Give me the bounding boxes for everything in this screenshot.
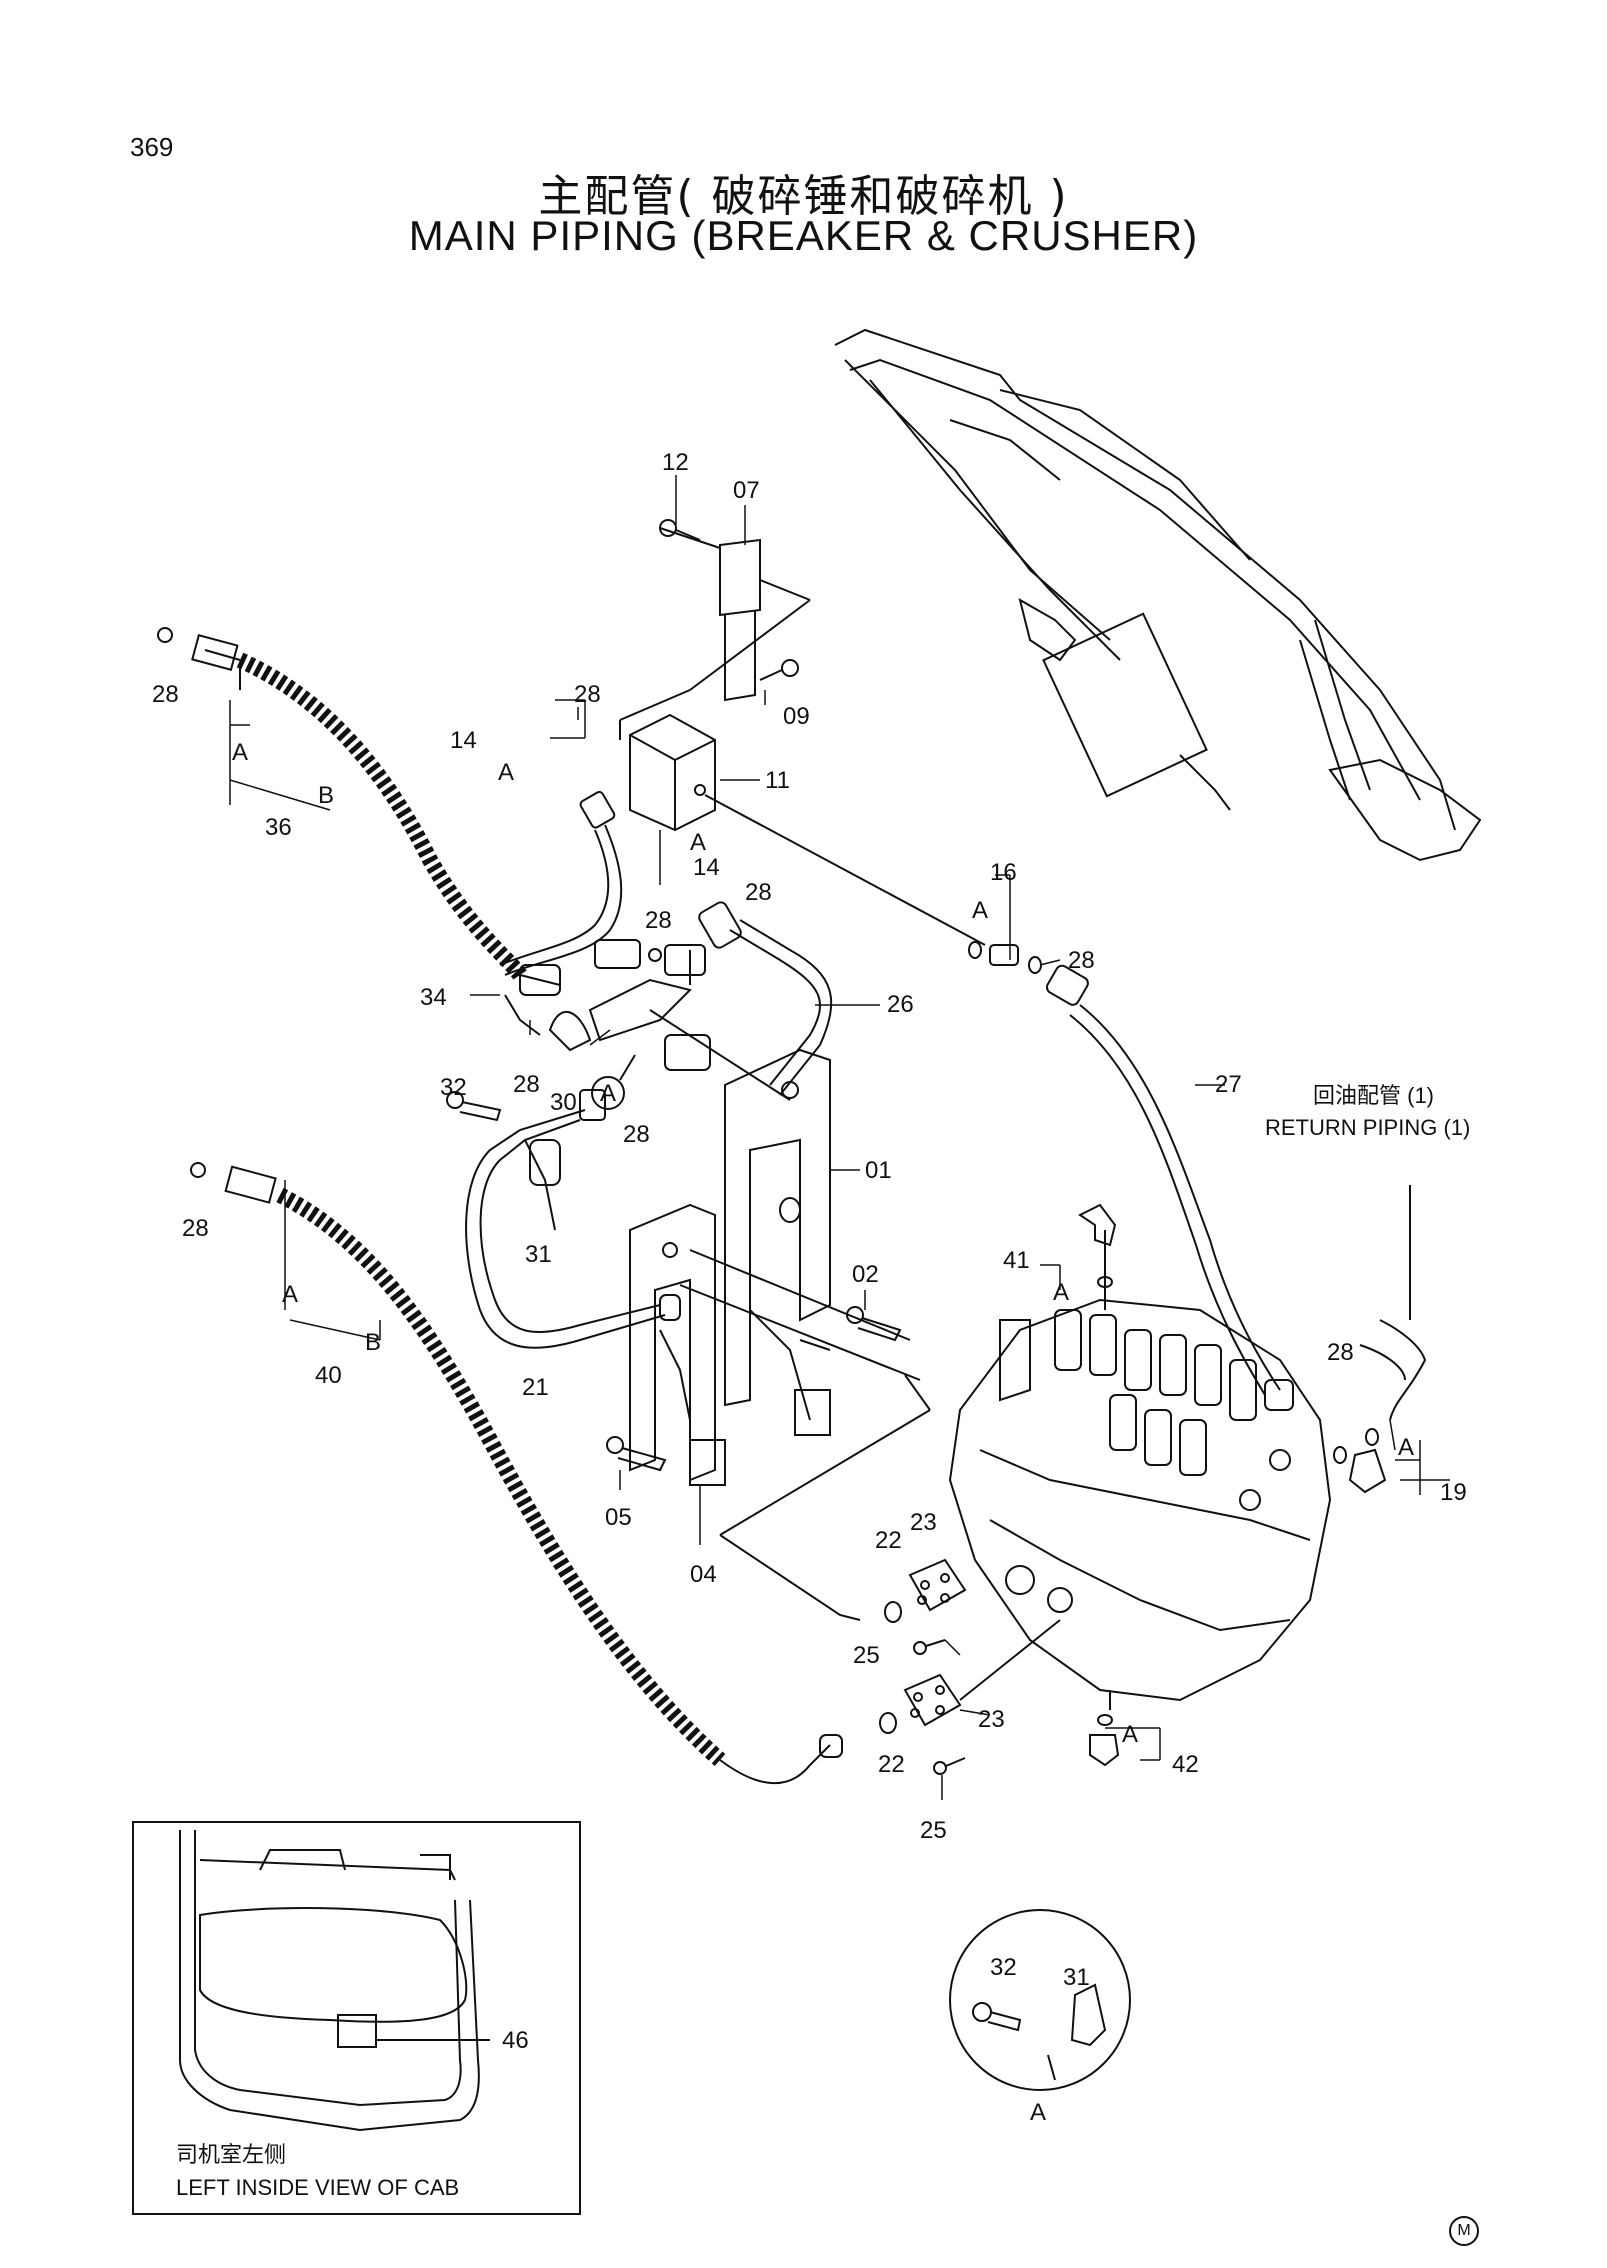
callout-23-a: 23 (910, 1509, 937, 1536)
callout-28-h: 28 (182, 1215, 209, 1242)
pipe-34-26-assembly (499, 790, 833, 1101)
return-piping-cn: 回油配管 (1) (1313, 1083, 1434, 1108)
callout-34: 34 (420, 984, 447, 1011)
callout-09: 09 (783, 703, 810, 730)
callout-23-b: 23 (978, 1706, 1005, 1733)
callout-31-b: 31 (1063, 1964, 1090, 1991)
excavator-arm-illustration (834, 328, 1482, 862)
reference-lines (719, 1374, 931, 1621)
control-valve (948, 1230, 1332, 1710)
hose40-end-b: B (365, 1329, 381, 1356)
detail-a-label-41: A (1053, 1279, 1069, 1306)
callout-41: 41 (1003, 1247, 1030, 1274)
callout-26: 26 (887, 991, 914, 1018)
callout-19: 19 (1440, 1479, 1467, 1506)
hose-27 (1045, 964, 1294, 1411)
bracket-01 (724, 1048, 831, 1436)
flange-lower (879, 1619, 1061, 1775)
hose36-end-b: B (318, 782, 334, 809)
callout-28-f: 28 (513, 1071, 540, 1098)
callout-22-b: 22 (878, 1751, 905, 1778)
callout-28-a: 28 (152, 681, 179, 708)
ref-a-circle-letter: A (600, 1080, 616, 1107)
bracket-07 (619, 519, 811, 740)
page-number: 369 (130, 132, 174, 162)
bolt-32 (446, 1091, 502, 1122)
flange-upper (884, 1558, 967, 1655)
callout-14-a: 14 (450, 727, 477, 754)
ref-a-marker (591, 1054, 636, 1110)
callout-07: 07 (733, 477, 760, 504)
callout-42: 42 (1172, 1751, 1199, 1778)
bracket-04 (629, 1203, 921, 1486)
callout-01: 01 (865, 1157, 892, 1184)
fitting-19 (1333, 1428, 1387, 1494)
detail-a-label-19: A (1398, 1434, 1414, 1461)
return-piping (1359, 1185, 1427, 1421)
fitting-16 (968, 941, 1042, 974)
callout-11: 11 (765, 767, 790, 794)
callout-12: 12 (662, 449, 689, 476)
callout-16: 16 (990, 859, 1017, 886)
callout-28-e: 28 (1068, 947, 1095, 974)
callout-28-d: 28 (645, 907, 672, 934)
callout-32-b: 32 (990, 1954, 1017, 1981)
pipe-21 (465, 1089, 681, 1349)
callout-25-b: 25 (920, 1817, 947, 1844)
bolt-05 (606, 1436, 667, 1472)
inset-caption-en: LEFT INSIDE VIEW OF CAB (176, 2175, 459, 2200)
fitting-42 (1089, 1714, 1120, 1767)
callout-36: 36 (265, 814, 292, 841)
callout-28-b: 28 (574, 681, 601, 708)
inset-caption-cn: 司机室左侧 (176, 2142, 286, 2167)
callout-labels: 12 07 09 11 28 36 14 28 14 28 28 16 28 2… (152, 449, 1467, 2054)
title-english: MAIN PIPING (BREAKER & CRUSHER) (408, 212, 1199, 259)
reference-letters: A B A B A A A A A A A A (232, 739, 1414, 2126)
callout-05: 05 (605, 1504, 632, 1531)
callout-14-b: 14 (693, 854, 720, 881)
return-piping-en: RETURN PIPING (1) (1265, 1115, 1470, 1140)
detail-a-label-16: A (972, 897, 988, 924)
inset-cab-view (132, 1821, 581, 2215)
detail-a-caption: A (1030, 2099, 1046, 2126)
corner-m-mark: M (1449, 2216, 1479, 2246)
fitting-41 (1078, 1203, 1117, 1288)
callout-04: 04 (690, 1561, 717, 1588)
detail-a-label-14: A (498, 759, 514, 786)
callout-21: 21 (522, 1374, 549, 1401)
detail-a-circle (949, 1909, 1131, 2091)
hose-36 (157, 627, 561, 996)
callout-28-g: 28 (623, 1121, 650, 1148)
title-chinese: 主配管( 破碎锤和破碎机 ) (538, 171, 1069, 222)
hose36-end-a: A (232, 739, 248, 766)
bolt-02 (846, 1306, 902, 1342)
callout-40: 40 (315, 1362, 342, 1389)
hose-40 (190, 1162, 843, 1785)
block-11 (629, 713, 986, 946)
detail-a-label-42: A (1122, 1721, 1138, 1748)
detail-a-label-block: A (690, 829, 706, 856)
hose40-end-a: A (282, 1281, 298, 1308)
callout-46: 46 (502, 2027, 529, 2054)
callout-28-c: 28 (745, 879, 772, 906)
callout-30: 30 (550, 1089, 577, 1116)
callout-27: 27 (1215, 1071, 1242, 1098)
leader-lines (229, 475, 1450, 1800)
callout-22-a: 22 (875, 1527, 902, 1554)
callout-25-a: 25 (853, 1642, 880, 1669)
callout-32-a: 32 (440, 1074, 467, 1101)
callout-28-i: 28 (1327, 1339, 1354, 1366)
callout-02: 02 (852, 1261, 879, 1288)
callout-31-a: 31 (525, 1241, 552, 1268)
